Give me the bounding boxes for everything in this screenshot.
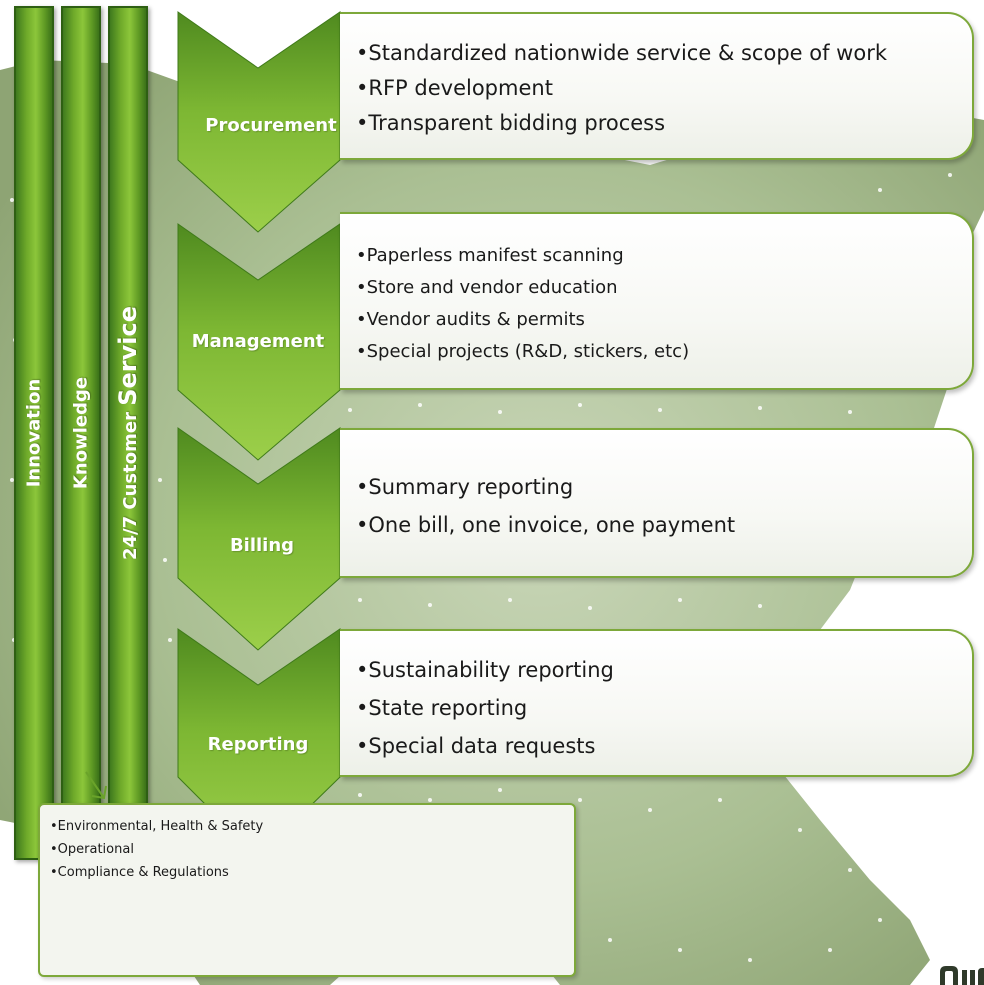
list-item: •Special data requests: [356, 734, 596, 758]
bullet-list: •Standardized nationwide service & scope…: [356, 36, 887, 141]
bullet-list: •Summary reporting •One bill, one invoic…: [356, 468, 735, 544]
list-item: •Store and vendor education: [356, 277, 618, 298]
list-item: •Standardized nationwide service & scope…: [356, 41, 887, 65]
chevron-procurement: [177, 11, 341, 233]
list-item: •Operational: [50, 842, 134, 857]
stage-label-billing: Billing: [229, 535, 295, 556]
list-item: •Special projects (R&D, stickers, etc): [356, 341, 690, 362]
chevron-management: [177, 223, 341, 461]
chevron-billing: [177, 427, 341, 651]
stage-label-procurement: Procurement: [205, 115, 337, 136]
list-item: •Sustainability reporting: [356, 658, 614, 682]
stage-label-reporting: Reporting: [207, 734, 309, 755]
billing-details-box: •Summary reporting •One bill, one invoic…: [340, 428, 974, 578]
pillar-innovation: Innovation: [14, 6, 54, 860]
reporting-details-box: •Sustainability reporting •State reporti…: [340, 629, 974, 777]
chevron-reporting: [177, 628, 341, 858]
pillar-knowledge: Knowledge: [61, 6, 101, 860]
list-item: •One bill, one invoice, one payment: [356, 513, 736, 537]
list-item: •Environmental, Health & Safety: [50, 819, 264, 834]
list-item: •Transparent bidding process: [356, 111, 666, 135]
logo-fragment: [940, 966, 984, 985]
list-item: •Compliance & Regulations: [50, 865, 229, 880]
pillar-customer-service: 24/7 Customer Service: [108, 6, 148, 860]
list-item: •Vendor audits & permits: [356, 309, 585, 330]
knowledge-arrow-icon: [85, 771, 107, 800]
management-details-box: •Paperless manifest scanning •Store and …: [340, 212, 974, 390]
bullet-list: •Sustainability reporting •State reporti…: [356, 651, 614, 765]
list-item: •Summary reporting: [356, 475, 574, 499]
list-item: •State reporting: [356, 696, 528, 720]
bullet-list: •Environmental, Health & Safety •Operati…: [50, 815, 263, 884]
stage-label-management: Management: [191, 331, 325, 352]
list-item: •RFP development: [356, 76, 553, 100]
bullet-list: •Paperless manifest scanning •Store and …: [356, 240, 689, 368]
procurement-details-box: •Standardized nationwide service & scope…: [340, 12, 974, 160]
list-item: •Paperless manifest scanning: [356, 245, 624, 266]
knowledge-details-box: •Environmental, Health & Safety •Operati…: [38, 803, 576, 977]
